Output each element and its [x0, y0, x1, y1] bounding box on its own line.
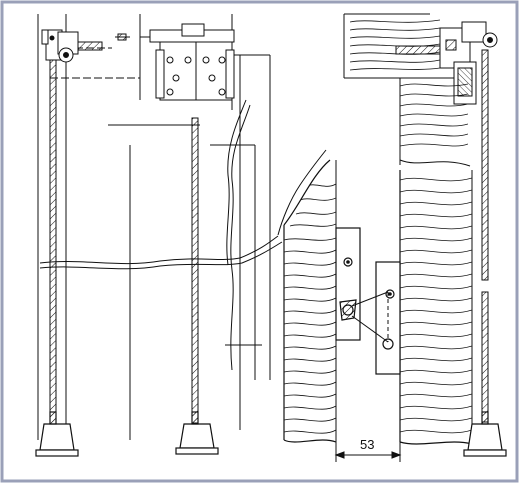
rod-left-1: [49, 54, 57, 426]
rod-right-lower: [481, 291, 489, 423]
middle-wood: [399, 78, 471, 167]
left-top-bracket: [41, 29, 103, 63]
dimension-53: [334, 430, 402, 462]
rod-left-2: [191, 117, 199, 424]
hinge-plate-assembly: [117, 23, 235, 101]
rod-right-upper: [481, 49, 489, 281]
left-log: [283, 159, 337, 443]
closer-bracket-right: [375, 261, 401, 375]
foot-right: [463, 411, 507, 457]
right-log: [399, 170, 473, 445]
foot-left-2: [175, 411, 219, 455]
closer-bracket-left: [335, 227, 361, 341]
foot-left-1: [35, 411, 79, 457]
closer-linkage: [351, 291, 389, 343]
dimension-label: 53: [360, 437, 374, 452]
right-top-bracket: [395, 21, 498, 105]
